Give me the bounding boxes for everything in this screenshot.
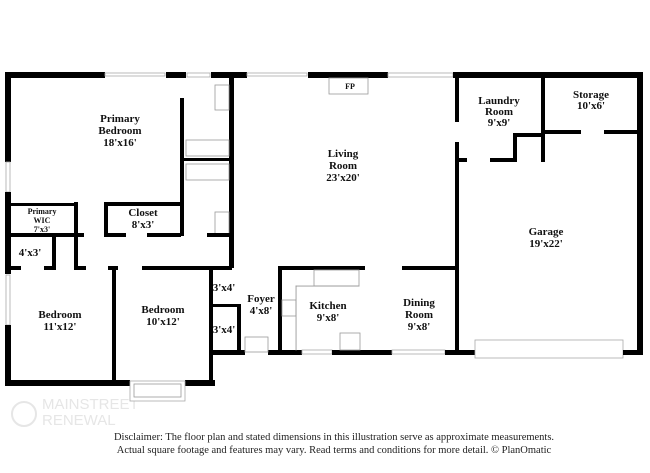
storage-dim: 10'x6': [577, 100, 605, 112]
dining-room-dim: 9'x8': [408, 321, 431, 333]
bedroom-1-dim: 11'x12': [43, 321, 76, 333]
bedroom-1-label: Bedroom: [38, 309, 81, 321]
fireplace-label: FP: [345, 82, 355, 91]
fireplace: [328, 77, 369, 95]
small-closet-dim: 4'x3': [19, 247, 42, 259]
closet-dim: 8'x3': [132, 219, 155, 231]
garage-dim: 19'x22': [529, 238, 563, 250]
foyer-label: Foyer: [247, 293, 275, 305]
kitchen-dim: 9'x8': [317, 312, 340, 324]
primary-bedroom-label-2: Bedroom: [98, 125, 141, 137]
bedroom-2-dim: 10'x12': [146, 316, 180, 328]
closet-b-dim: 3'x4': [213, 324, 236, 336]
kitchen-label: Kitchen: [309, 300, 346, 312]
living-room-dim: 23'x20': [326, 172, 360, 184]
laundry-room-dim: 9'x9': [488, 117, 511, 129]
primary-wic-dim: 7'x3': [34, 225, 50, 234]
watermark-logo: MAINSTREET RENEWAL: [11, 396, 139, 429]
dining-room-label-2: Room: [405, 309, 433, 321]
primary-wic-label-2: WIC: [34, 216, 51, 225]
primary-wic-label: Primary: [28, 207, 57, 216]
closet-a-dim: 3'x4': [213, 282, 236, 294]
garage-label: Garage: [529, 226, 564, 238]
walls: [5, 72, 643, 402]
dining-room-label: Dining: [403, 297, 435, 309]
disclaimer-line-2: Actual square footage and features may v…: [117, 445, 552, 456]
room-labels: Primary Bedroom 18'x16' Primary WIC 7'x3…: [19, 82, 609, 336]
bedroom-2-label: Bedroom: [141, 304, 184, 316]
living-room-label: Living: [328, 148, 359, 160]
primary-bedroom-label: Primary: [100, 113, 140, 125]
closet-label: Closet: [128, 207, 158, 219]
laundry-room-label-2: Room: [485, 106, 513, 118]
watermark-line2: RENEWAL: [42, 412, 116, 429]
primary-bedroom-dim: 18'x16': [103, 137, 137, 149]
storage-label: Storage: [573, 89, 609, 101]
foyer-dim: 4'x8': [250, 305, 273, 317]
laundry-room-label: Laundry: [478, 95, 520, 107]
living-room-label-2: Room: [329, 160, 357, 172]
watermark-line1: MAINSTREET: [42, 396, 139, 413]
disclaimer-line-1: Disclaimer: The floor plan and stated di…: [114, 432, 554, 443]
